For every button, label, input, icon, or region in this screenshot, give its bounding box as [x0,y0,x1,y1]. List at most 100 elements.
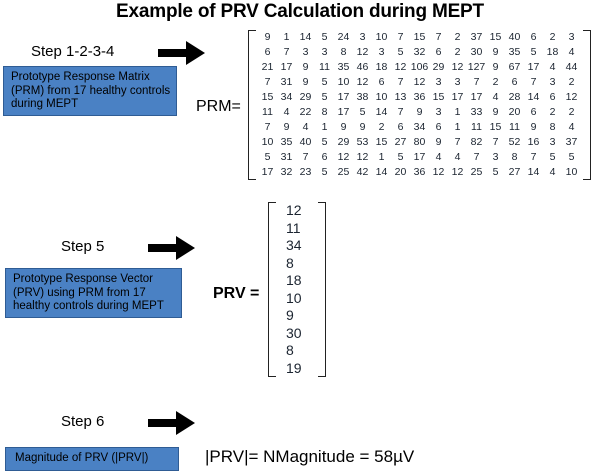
matrix-cell: 36 [413,91,426,103]
matrix-cell: 12 [356,46,369,58]
matrix-cell: 4 [435,151,442,163]
matrix-cell: 4 [549,166,556,178]
matrix-cell: 18 [375,61,388,73]
matrix-cell: 106 [410,61,429,73]
vector-row: 8 [282,255,312,273]
matrix-cell: 9 [340,121,347,133]
matrix-cell: 8 [340,46,347,58]
matrix-cell: 23 [299,166,312,178]
matrix-cell: 15 [261,91,274,103]
matrix-cell: 3 [321,46,328,58]
vector-cell: 10 [286,289,302,306]
vector-cell: 34 [286,237,302,253]
matrix-cell: 40 [508,31,521,43]
matrix-cell: 5 [321,136,328,148]
vector-row: 11 [282,220,312,238]
matrix-cell: 15 [375,136,388,148]
vector-row: 12 [282,202,312,220]
matrix-cell: 7 [530,151,537,163]
matrix-cell: 6 [435,121,442,133]
matrix-cell: 3 [568,31,575,43]
magnitude-equation: |PRV|= NMagnitude = 58µV [205,447,415,466]
matrix-cell: 16 [527,136,540,148]
matrix-cell: 17 [337,106,350,118]
matrix-cell: 10 [565,166,578,178]
matrix-cell: 7 [397,31,404,43]
matrix-cell: 46 [356,61,369,73]
matrix-cell: 6 [549,91,556,103]
matrix-cell: 35 [508,46,521,58]
matrix-cell: 17 [470,91,483,103]
matrix-cell: 3 [435,76,442,88]
matrix-cell: 9 [264,31,271,43]
matrix-cell: 7 [454,136,461,148]
matrix-cell: 9 [283,121,290,133]
matrix-cell: 29 [432,61,445,73]
right-arrow-icon [158,40,206,66]
matrix-cell: 35 [280,136,293,148]
matrix-cell: 67 [508,61,521,73]
matrix-cell: 3 [435,106,442,118]
matrix-cell: 24 [337,31,350,43]
matrix-cell: 38 [356,91,369,103]
matrix-cell: 5 [321,76,328,88]
matrix-cell: 14 [299,31,312,43]
matrix-cell: 5 [549,151,556,163]
matrix-cell: 5 [321,91,328,103]
prm-description-box: Prototype Response Matrix (PRM) from 17 … [3,66,177,116]
matrix-cell: 28 [508,91,521,103]
matrix-cell: 7 [264,76,271,88]
vector-row: 30 [282,325,312,343]
matrix-cell: 11 [319,61,330,73]
matrix-cell: 34 [413,121,426,133]
matrix-cell: 9 [416,106,423,118]
matrix-cell: 3 [454,76,461,88]
matrix-bracket-left [248,30,256,180]
vector-row: 18 [282,272,312,290]
matrix-cell: 7 [397,106,404,118]
vector-cell: 9 [286,307,294,323]
matrix-cell: 8 [549,121,556,133]
matrix-cell: 20 [394,166,407,178]
matrix-cell: 34 [280,91,293,103]
matrix-cell: 5 [359,106,366,118]
matrix-cell: 9 [302,76,309,88]
matrix-cell: 35 [337,61,350,73]
matrix-cell: 2 [549,31,556,43]
matrix-cell: 30 [470,46,483,58]
matrix-cell: 2 [568,106,575,118]
matrix-cell: 37 [565,136,578,148]
matrix-cell: 14 [375,106,388,118]
matrix-cell: 9 [302,61,309,73]
matrix-cell: 5 [530,46,537,58]
matrix-cell: 10 [261,136,274,148]
matrix-cell: 7 [264,121,271,133]
matrix-cell: 5 [397,151,404,163]
matrix-cell: 2 [454,31,461,43]
vector-row: 8 [282,342,312,360]
matrix-cell: 12 [394,61,407,73]
vector-bracket-left [268,202,276,377]
right-arrow-icon-2 [148,235,196,261]
matrix-cell: 6 [530,31,537,43]
matrix-cell: 12 [451,166,464,178]
matrix-cell: 4 [568,121,575,133]
vector-bracket-right [318,202,326,377]
matrix-cell: 9 [492,106,499,118]
matrix-cell: 10 [375,91,388,103]
matrix-cell: 4 [283,106,290,118]
matrix-cell: 3 [359,31,366,43]
matrix-cell: 10 [375,31,388,43]
matrix-cell: 1 [283,31,290,43]
matrix-cell: 8 [321,106,328,118]
matrix-cell: 6 [397,121,404,133]
matrix-cell: 9 [492,46,499,58]
matrix-cell: 11 [509,121,520,133]
